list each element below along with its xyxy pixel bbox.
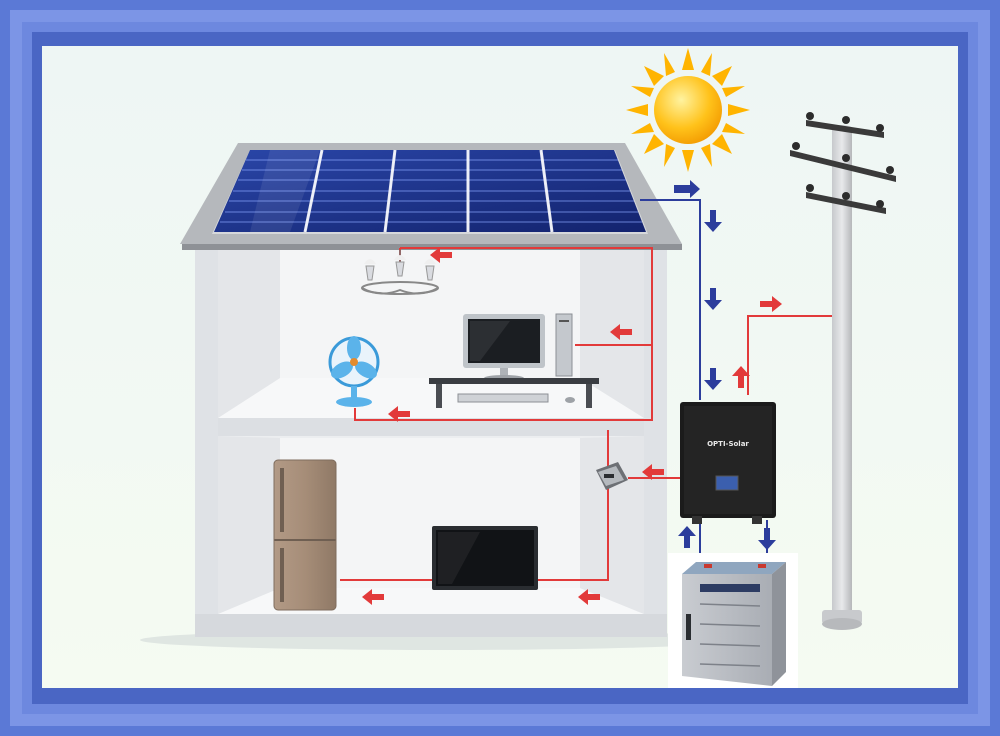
inverter-brand-label: OPTI-Solar [707, 440, 749, 448]
distribution-box-icon [596, 462, 628, 490]
house [195, 245, 667, 637]
sun-icon [626, 48, 750, 172]
solar-panel-icon [214, 149, 646, 233]
tv-icon [432, 526, 538, 590]
inverter-icon: OPTI-Solar [680, 402, 776, 524]
dc-arrows [674, 180, 776, 550]
upper-floor-slab [218, 418, 644, 436]
battery-cabinet-icon [668, 553, 798, 688]
ac-arrows [362, 247, 782, 605]
chandelier-icon [361, 250, 439, 295]
fan-icon [328, 336, 380, 407]
computer-icon [429, 313, 599, 408]
lower-floor-slab [195, 614, 667, 637]
refrigerator-icon [273, 459, 337, 611]
utility-pole-icon [790, 112, 896, 630]
